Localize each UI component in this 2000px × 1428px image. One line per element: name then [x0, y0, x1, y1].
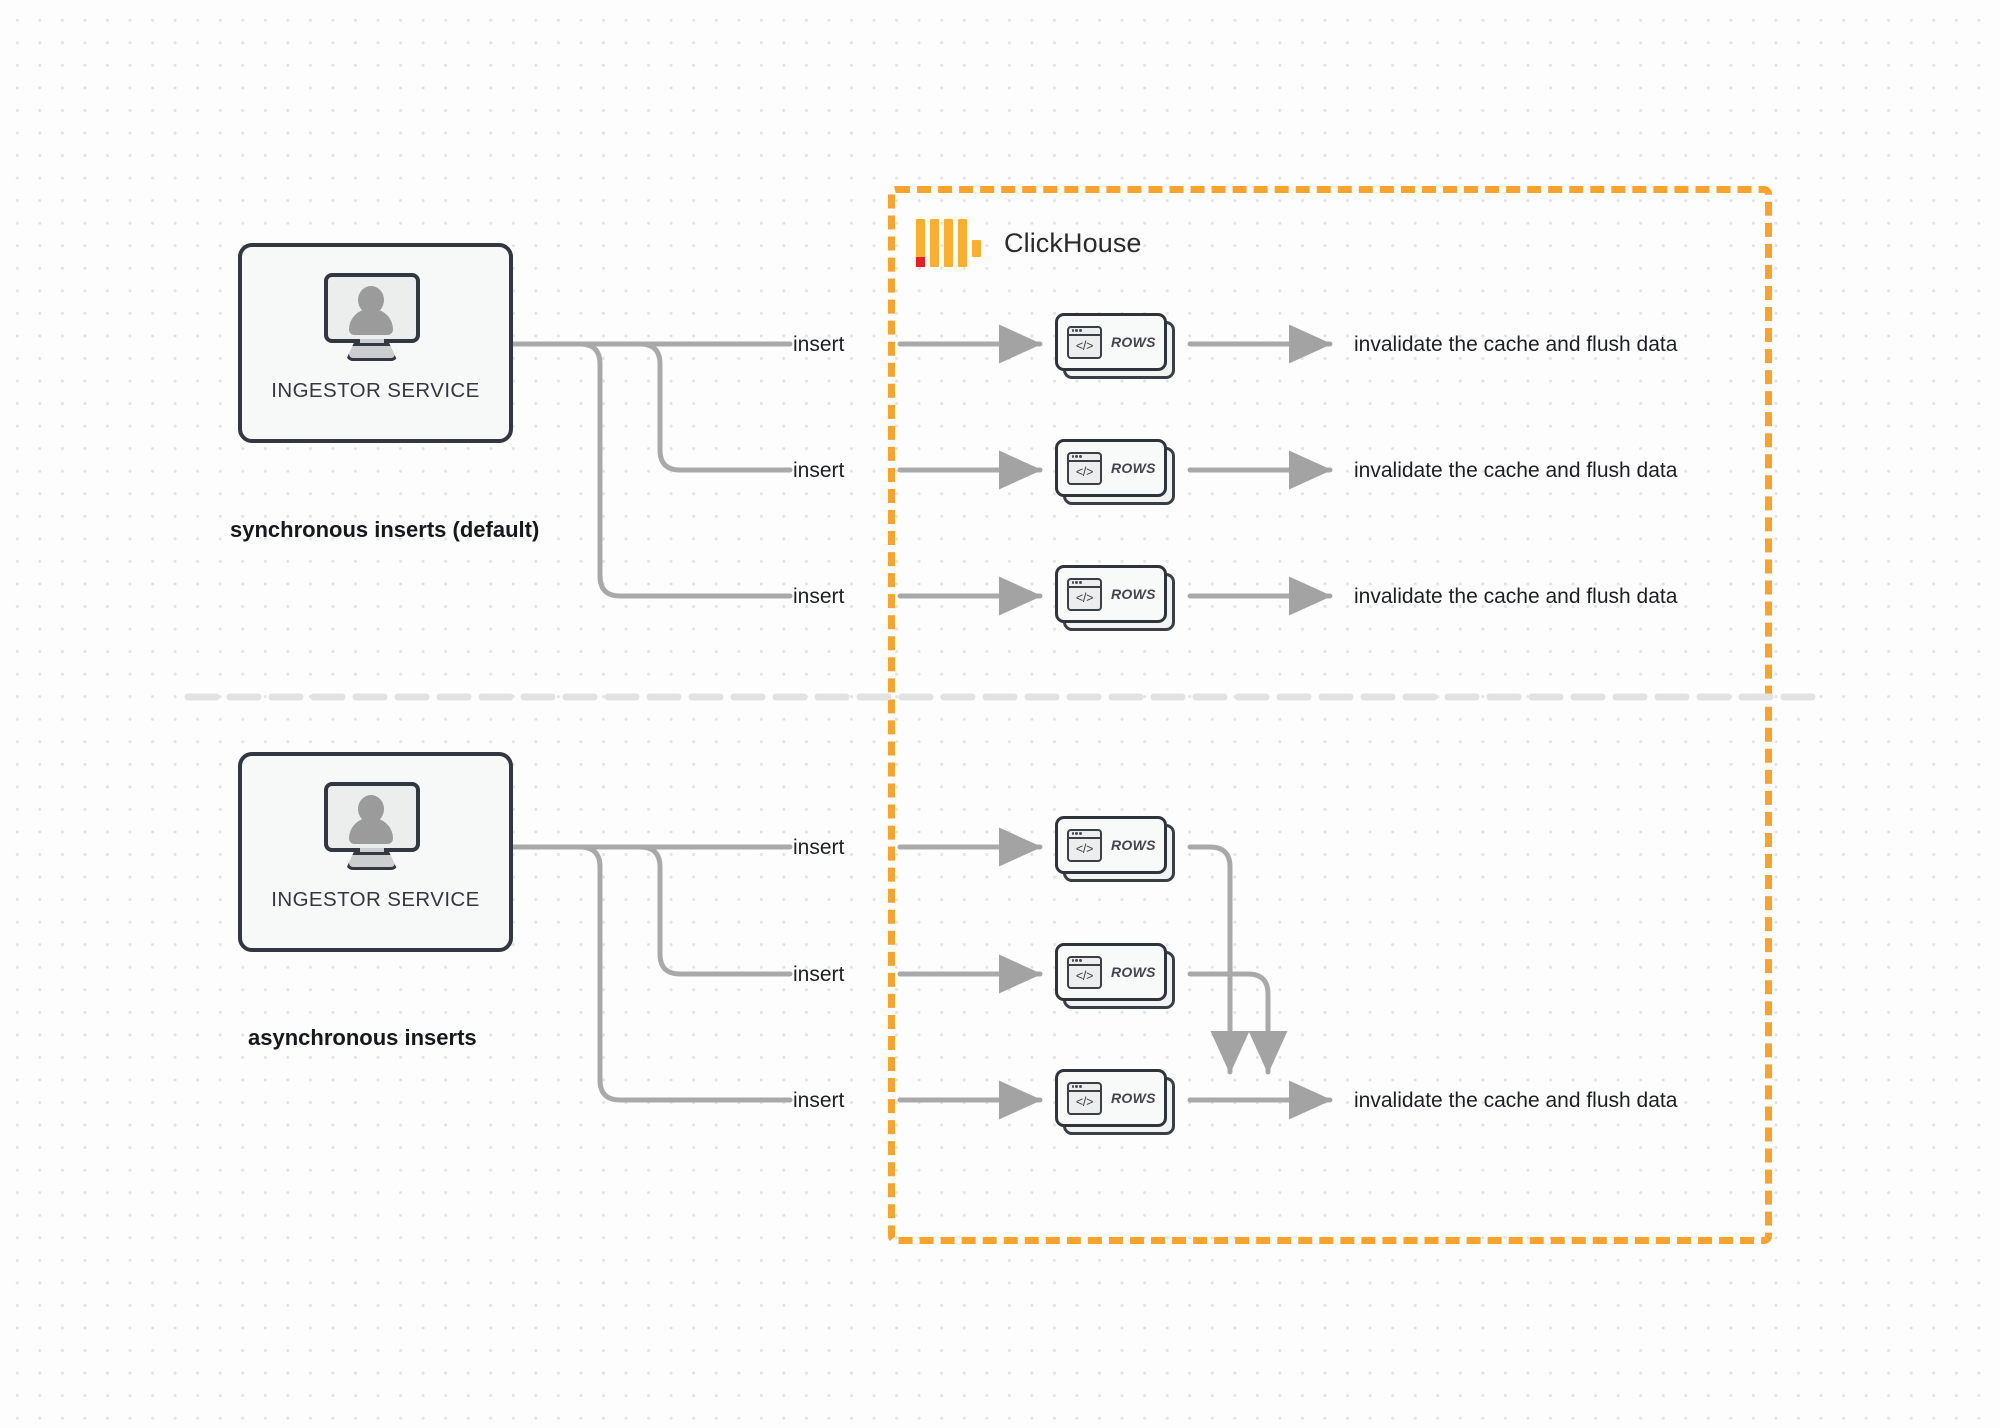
insert-label-async-2: insert — [793, 963, 845, 986]
code-window-icon: </> — [1067, 325, 1102, 359]
window-dot — [1071, 581, 1074, 584]
code-window-icon: </> — [1067, 955, 1102, 989]
clickhouse-header: ClickHouse — [916, 215, 1142, 271]
window-dot — [1079, 832, 1082, 835]
sync-wire-2-in — [567, 341, 793, 473]
user-body-icon — [348, 309, 393, 335]
window-dot — [1075, 1085, 1078, 1088]
rows-label-async-1: ROWS — [1111, 837, 1156, 853]
async-wire-3-in — [567, 844, 793, 1103]
window-dot — [1075, 832, 1078, 835]
rows-node-async-2[interactable]: </> ROWS — [1055, 943, 1175, 1009]
clickhouse-logo — [916, 219, 981, 267]
rows-node-sync-1[interactable]: </> ROWS — [1055, 313, 1175, 379]
window-dot — [1071, 832, 1074, 835]
logo-bar-3 — [944, 219, 953, 267]
window-dot — [1075, 455, 1078, 458]
code-window-icon: </> — [1067, 451, 1102, 485]
window-dot — [1075, 329, 1078, 332]
flush-label-sync-1: invalidate the cache and flush data — [1354, 333, 1678, 356]
ingestor-service-sync[interactable]: INGESTOR SERVICE — [238, 243, 513, 443]
flush-label-async-merged: invalidate the cache and flush data — [1354, 1089, 1678, 1112]
logo-bar-2 — [930, 219, 939, 267]
code-glyph: </> — [1075, 591, 1094, 605]
window-titlebar — [1069, 328, 1100, 336]
clickhouse-brand-label: ClickHouse — [1004, 227, 1142, 258]
code-glyph: </> — [1075, 969, 1094, 983]
window-dot — [1079, 455, 1082, 458]
window-dot — [1071, 1085, 1074, 1088]
flush-label-sync-2: invalidate the cache and flush data — [1354, 459, 1678, 482]
code-glyph: </> — [1075, 842, 1094, 856]
window-dot — [1071, 455, 1074, 458]
window-dot — [1071, 329, 1074, 332]
window-titlebar — [1069, 580, 1100, 588]
monitor-base — [345, 852, 398, 870]
window-dot — [1079, 1085, 1082, 1088]
code-glyph: </> — [1075, 465, 1094, 479]
user-body-icon — [348, 818, 393, 844]
rows-label-async-3: ROWS — [1111, 1090, 1156, 1106]
logo-bar-4 — [958, 219, 967, 267]
rows-node-async-1[interactable]: </> ROWS — [1055, 816, 1175, 882]
rows-card-front: </> ROWS — [1055, 816, 1167, 874]
code-window-icon: </> — [1067, 577, 1102, 611]
rows-label-async-2: ROWS — [1111, 964, 1156, 980]
window-dot — [1071, 959, 1074, 962]
window-titlebar — [1069, 1084, 1100, 1092]
window-dot — [1075, 959, 1078, 962]
window-dot — [1075, 581, 1078, 584]
window-titlebar — [1069, 831, 1100, 839]
rows-label-sync-1: ROWS — [1111, 334, 1156, 350]
window-titlebar — [1069, 454, 1100, 462]
rows-card-front: </> ROWS — [1055, 1069, 1167, 1127]
clickhouse-boundary — [888, 186, 1772, 1244]
insert-label-sync-3: insert — [793, 585, 845, 608]
window-dot — [1079, 581, 1082, 584]
code-window-icon: </> — [1067, 828, 1102, 862]
insert-label-sync-1: insert — [793, 333, 845, 356]
rows-node-async-3[interactable]: </> ROWS — [1055, 1069, 1175, 1135]
logo-bar-1 — [916, 219, 925, 267]
insert-label-sync-2: insert — [793, 459, 845, 482]
monitor-user-icon — [323, 782, 428, 874]
rows-card-front: </> ROWS — [1055, 439, 1167, 497]
sync-wire-3-in — [567, 341, 793, 599]
window-dot — [1079, 959, 1082, 962]
code-glyph: </> — [1075, 339, 1094, 353]
insert-label-async-1: insert — [793, 836, 845, 859]
ingestor-label-sync: INGESTOR SERVICE — [271, 379, 480, 402]
section-caption-sync: synchronous inserts (default) — [230, 517, 540, 542]
rows-label-sync-2: ROWS — [1111, 460, 1156, 476]
code-glyph: </> — [1075, 1095, 1094, 1109]
rows-card-front: </> ROWS — [1055, 313, 1167, 371]
async-wire-2-in — [567, 844, 793, 977]
section-caption-async: asynchronous inserts — [248, 1025, 477, 1050]
window-dot — [1079, 329, 1082, 332]
insert-label-async-3: insert — [793, 1089, 845, 1112]
monitor-base — [345, 343, 398, 361]
rows-label-sync-3: ROWS — [1111, 586, 1156, 602]
rows-node-sync-2[interactable]: </> ROWS — [1055, 439, 1175, 505]
window-titlebar — [1069, 958, 1100, 966]
code-window-icon: </> — [1067, 1081, 1102, 1115]
rows-node-sync-3[interactable]: </> ROWS — [1055, 565, 1175, 631]
logo-red-square — [916, 257, 925, 267]
ingestor-service-async[interactable]: INGESTOR SERVICE — [238, 752, 513, 952]
flush-label-sync-3: invalidate the cache and flush data — [1354, 585, 1678, 608]
rows-card-front: </> ROWS — [1055, 943, 1167, 1001]
monitor-user-icon — [323, 273, 428, 365]
rows-card-front: </> ROWS — [1055, 565, 1167, 623]
ingestor-label-async: INGESTOR SERVICE — [271, 888, 480, 911]
logo-bar-short — [972, 240, 981, 257]
